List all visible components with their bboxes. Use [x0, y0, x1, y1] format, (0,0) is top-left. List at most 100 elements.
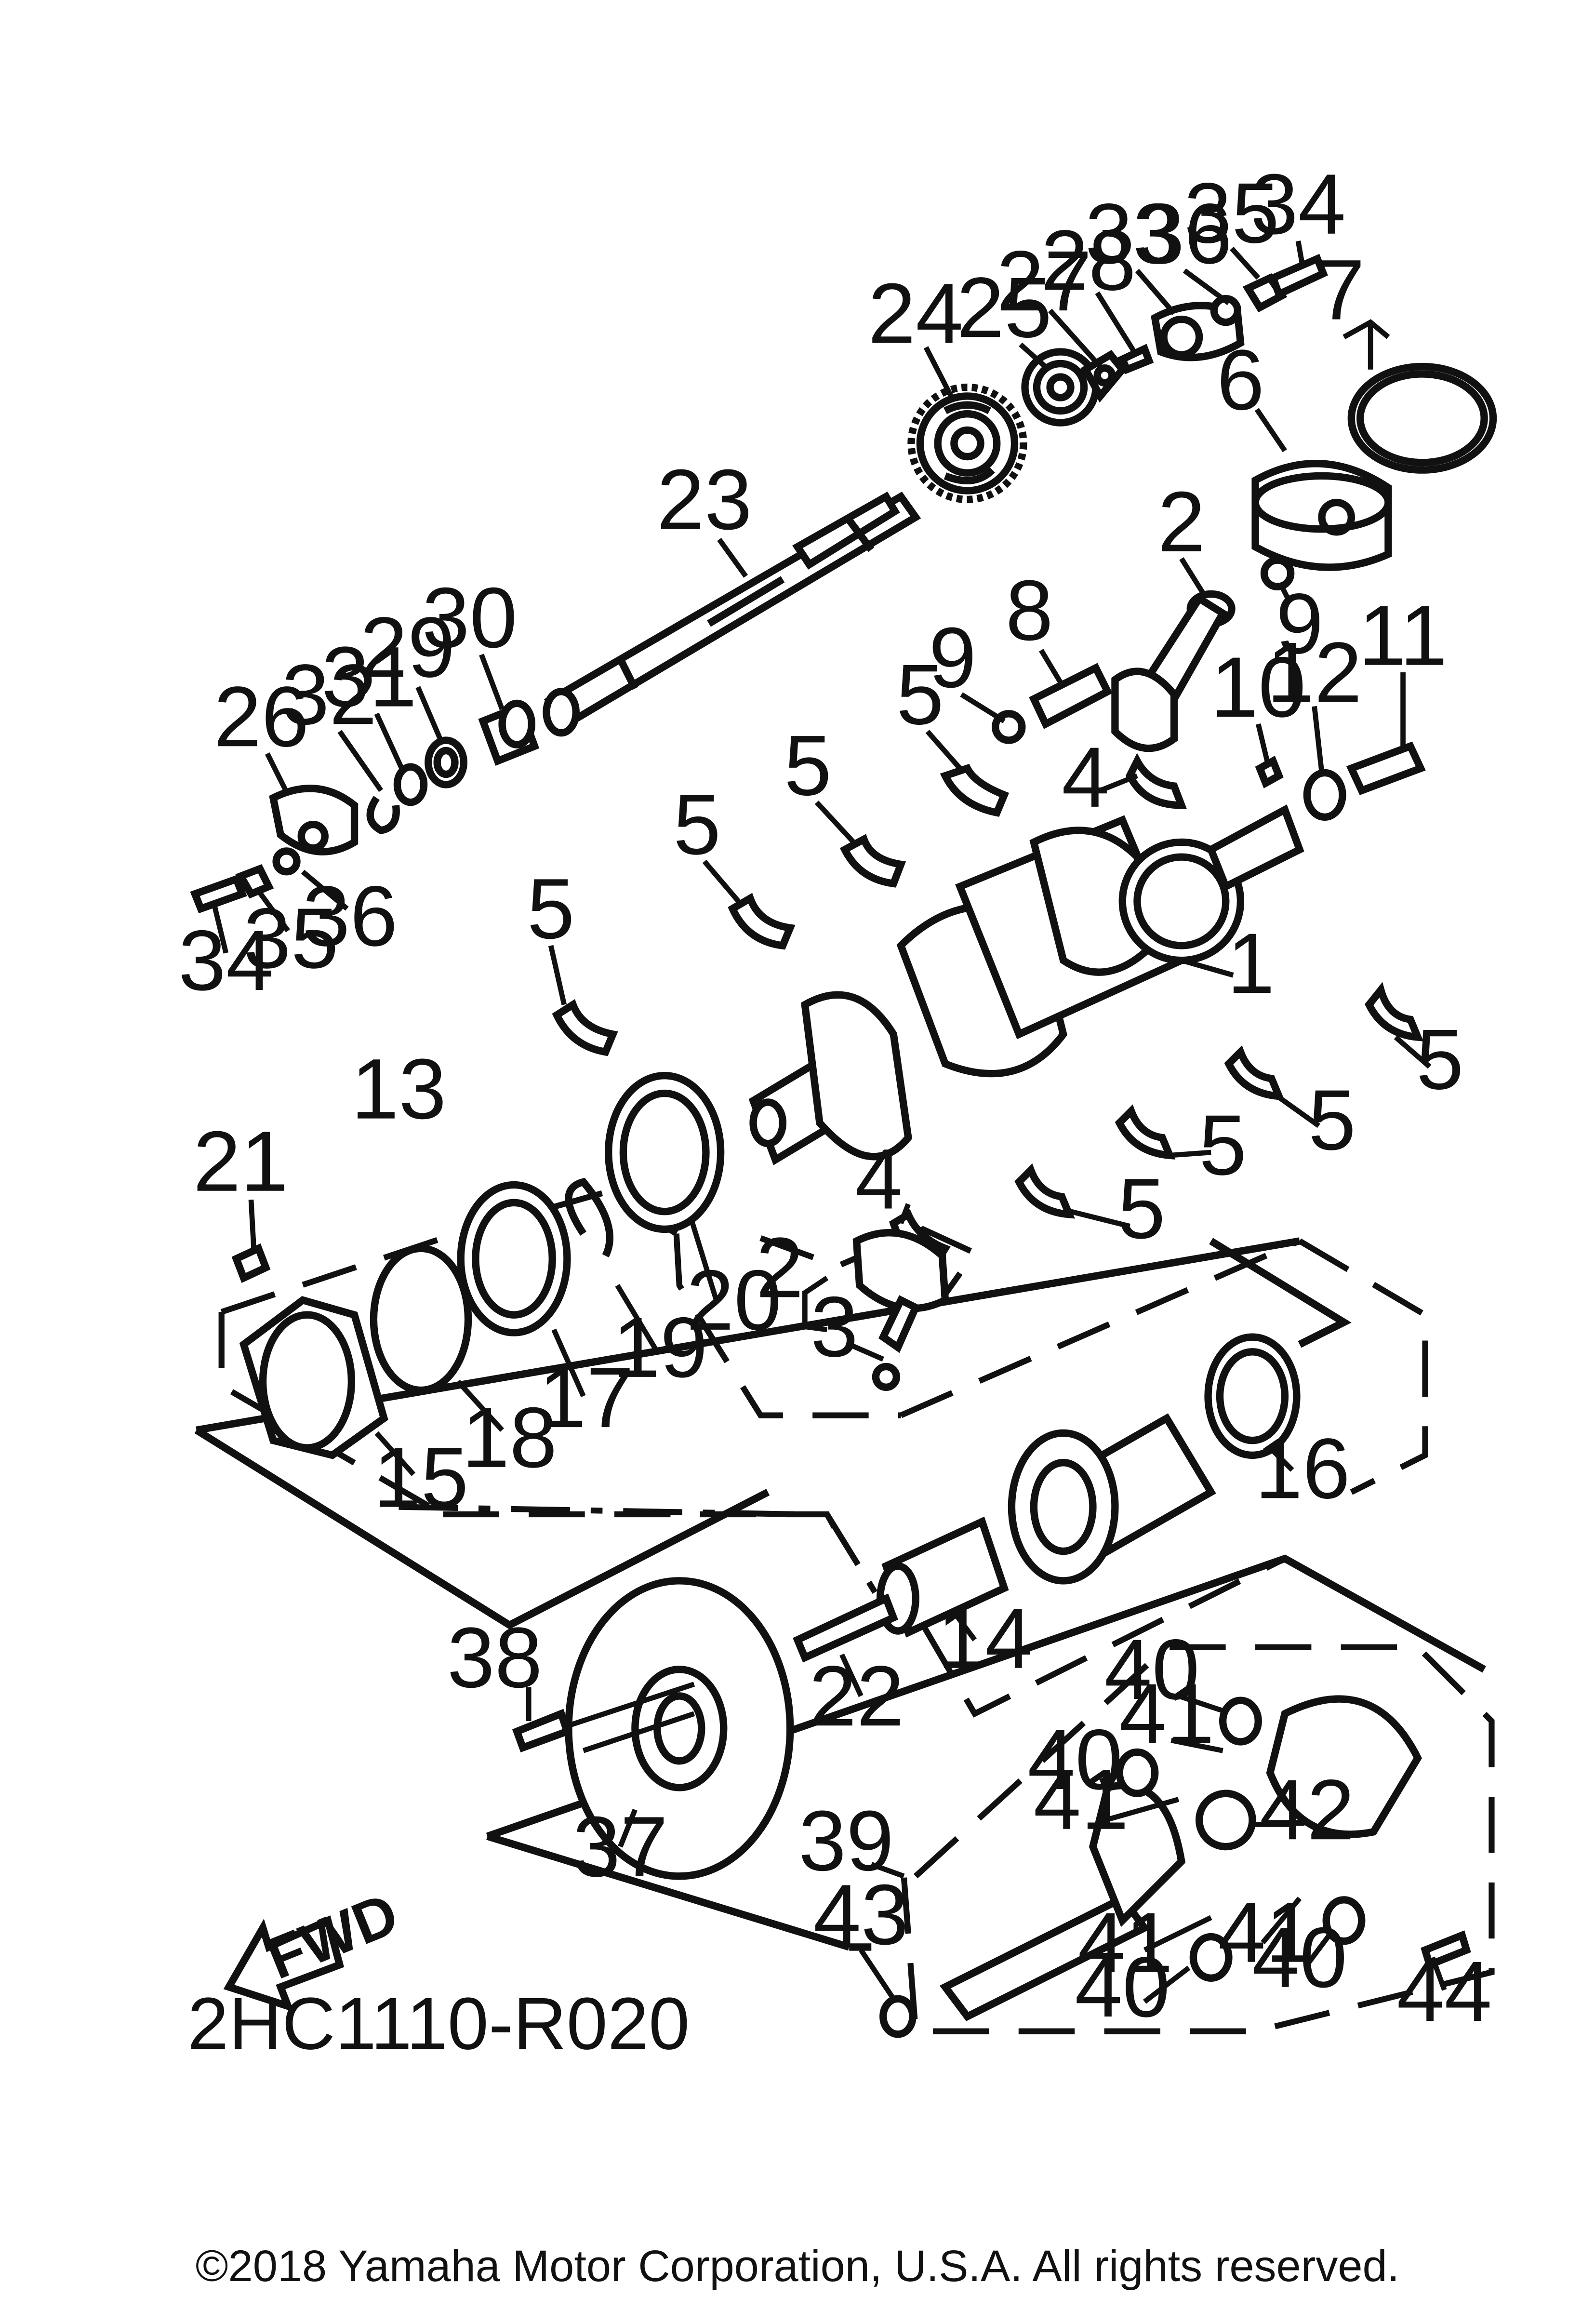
- callout-13: 13: [351, 1041, 447, 1137]
- callout-20: 20: [686, 1252, 782, 1348]
- callout-38: 38: [447, 1610, 543, 1706]
- gear-24: [907, 383, 1027, 504]
- callout-36: 36: [1137, 186, 1232, 281]
- callout-24: 24: [868, 266, 963, 361]
- callout-29: 29: [360, 599, 455, 695]
- cap-40d: [1189, 1933, 1233, 1982]
- bolt-44: [1421, 1930, 1471, 1970]
- callout-5-h: 5: [1118, 1161, 1166, 1256]
- washer-43: [879, 1995, 917, 2038]
- piston-6: [1251, 460, 1392, 571]
- callout-41-a: 41: [1119, 1666, 1214, 1762]
- bearing-20: [605, 1072, 725, 1233]
- callout-8: 8: [1006, 562, 1053, 658]
- callout-1: 1: [1227, 915, 1275, 1011]
- callout-2-lower: 2: [756, 1219, 804, 1315]
- flywheel-37: [565, 1577, 794, 1880]
- callout-5-d: 5: [527, 861, 575, 957]
- callout-3: 3: [811, 1279, 858, 1375]
- clip-9-right: [1260, 556, 1295, 590]
- callout-4-top: 4: [1062, 729, 1109, 825]
- bolt-34-left: [190, 874, 247, 914]
- bearing-17: [457, 1181, 571, 1336]
- piston-rings-7: [1347, 362, 1497, 474]
- washer-36-left: [272, 847, 301, 876]
- clip-9-left: [992, 710, 1026, 744]
- callout-5-b: 5: [784, 717, 832, 813]
- callout-19: 19: [612, 1299, 708, 1395]
- connecting-rod-2: [1111, 590, 1236, 752]
- callout-10: 10: [1210, 639, 1306, 735]
- callout-39: 39: [798, 1793, 894, 1889]
- callout-40-a: 40: [1104, 1621, 1200, 1717]
- callout-14: 14: [937, 1590, 1033, 1686]
- crankshaft-1: [748, 804, 1304, 1165]
- callout-18: 18: [462, 1389, 558, 1485]
- callout-12: 12: [1267, 624, 1362, 720]
- callout-21: 21: [193, 1113, 289, 1209]
- callout-31: 31: [321, 629, 417, 725]
- callout-35: 35: [1184, 165, 1279, 261]
- connecting-rod-lower-2: [852, 1229, 949, 1391]
- copyright-notice: ©2018 Yamaha Motor Corporation, U.S.A. A…: [195, 2242, 1400, 2291]
- callout-37: 37: [572, 1799, 668, 1895]
- callout-5-a: 5: [896, 646, 944, 742]
- circlip-19: [565, 1177, 613, 1258]
- weight-26: [269, 785, 359, 855]
- callout-26: 26: [214, 668, 309, 764]
- callout-35-left: 35: [243, 890, 339, 986]
- callout-17: 17: [539, 1349, 634, 1445]
- callout-9-left: 9: [929, 610, 976, 706]
- callout-36-left: 36: [303, 868, 398, 964]
- bolt-38: [512, 1709, 572, 1753]
- callout-11: 11: [1358, 588, 1448, 683]
- callout-23: 23: [657, 452, 752, 548]
- callout-16: 16: [1255, 1420, 1350, 1516]
- callout-40-c: 40: [1075, 1939, 1170, 2035]
- callout-5-c: 5: [673, 776, 721, 872]
- bearing-shells: [552, 753, 1424, 1272]
- callout-30: 30: [422, 570, 518, 666]
- fwd-label: FWD: [257, 1880, 407, 1992]
- washer-12: [1303, 769, 1346, 821]
- callout-43: 43: [813, 1867, 909, 1963]
- bolt-34-top: [1268, 254, 1328, 299]
- o-ring-18: [370, 1244, 472, 1394]
- housing-15: [239, 1296, 388, 1459]
- callout-33: 33: [1085, 186, 1181, 281]
- bolt-11: [1346, 741, 1426, 795]
- plate-27-bolt-28: [1080, 344, 1154, 403]
- seal-16: [1204, 1333, 1301, 1459]
- callout-41-b: 41: [1034, 1751, 1129, 1847]
- callout-42: 42: [1260, 1762, 1355, 1857]
- callout-6: 6: [1217, 332, 1264, 427]
- callout-34-left: 34: [178, 912, 274, 1008]
- universal-joint-39: [939, 1695, 1422, 2021]
- key-10: [1255, 755, 1284, 788]
- callout-5-g: 5: [1199, 1097, 1247, 1193]
- diagram-code: 2HC1110-R020: [187, 1982, 690, 2065]
- cap-40a: [1219, 1696, 1262, 1746]
- bearing-30: [478, 699, 540, 766]
- clip-32: [366, 796, 400, 834]
- callout-5-e: 5: [1416, 1011, 1464, 1107]
- washer-31: [393, 763, 428, 806]
- callout-28: 28: [1041, 212, 1136, 308]
- callout-9-right: 9: [1276, 575, 1324, 671]
- callout-labels: 34 35 36 33 28 27 25 24 7 6 23 2 9 8 9 3…: [178, 156, 1492, 2039]
- bearing-29: [425, 736, 468, 788]
- piston-pin-8: [1029, 663, 1113, 729]
- callout-7: 7: [1317, 242, 1365, 338]
- callout-41-d: 41: [1218, 1884, 1314, 1980]
- callout-15: 15: [373, 1429, 469, 1525]
- callout-4-lower: 4: [855, 1131, 903, 1227]
- balancer-shaft-23: [543, 491, 921, 737]
- callout-25: 25: [957, 259, 1052, 355]
- nut-35-left: [235, 864, 274, 899]
- callout-27: 27: [997, 233, 1092, 329]
- callout-22: 22: [809, 1648, 904, 1744]
- bolt-21: [231, 1243, 271, 1283]
- callout-2-top: 2: [1157, 474, 1205, 570]
